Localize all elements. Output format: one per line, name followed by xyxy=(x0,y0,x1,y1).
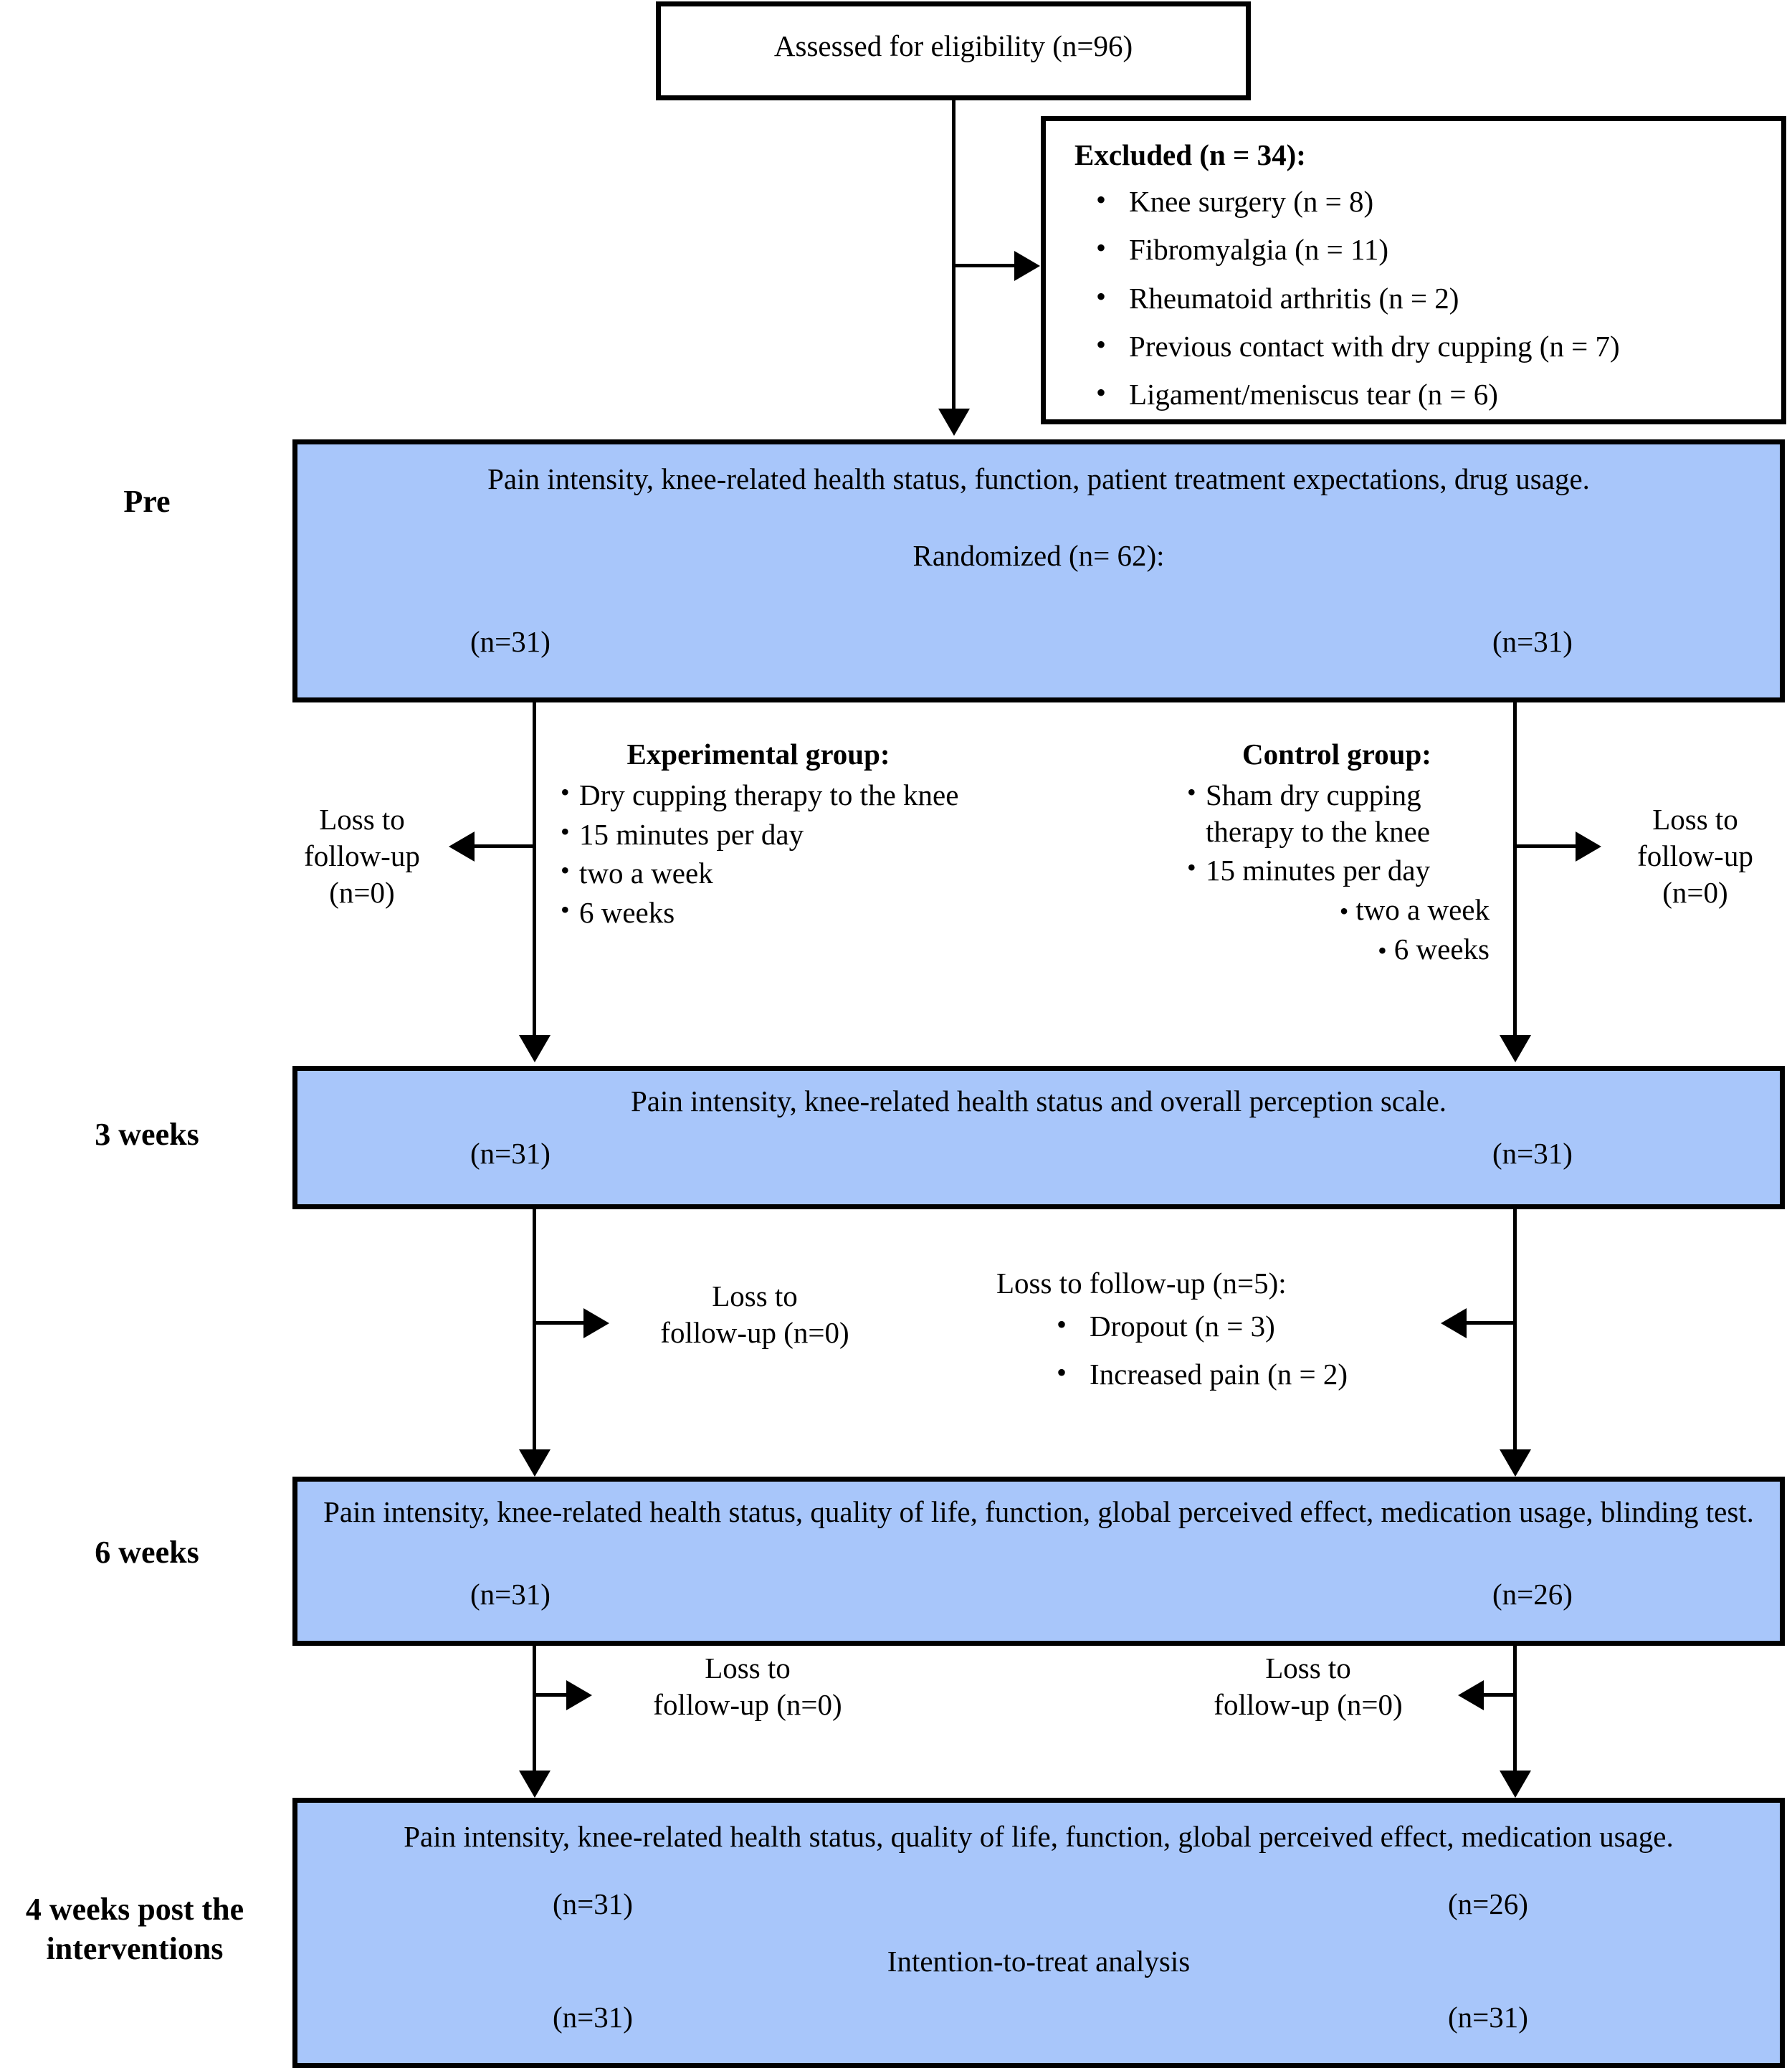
loss-right-interventions-text: Loss to follow-up (n=0) xyxy=(1606,801,1785,910)
list-item: 6 weeks xyxy=(1206,931,1491,968)
list-item: Knee surgery (n = 8) xyxy=(1096,181,1773,221)
loss-line: Loss to xyxy=(1265,1652,1351,1685)
loss-line: follow-up xyxy=(304,839,420,872)
loss-line: Loss to xyxy=(705,1652,791,1685)
list-item: Rheumatoid arthritis (n = 2) xyxy=(1096,278,1773,318)
excluded-box: Excluded (n = 34): Knee surgery (n = 8) … xyxy=(1041,116,1786,424)
connector-loss-right-week6 xyxy=(1484,1693,1517,1697)
post-left-n-bottom: (n=31) xyxy=(553,2001,633,2034)
assessed-for-eligibility-box: Assessed for eligibility (n=96) xyxy=(656,1,1251,100)
post-assessment-box: Pain intensity, knee-related health stat… xyxy=(292,1798,1785,2068)
arrow-pre-to-week3-left xyxy=(519,1035,551,1062)
arrow-loss-left-week6 xyxy=(566,1680,592,1710)
connector-to-excluded xyxy=(955,264,1017,267)
week6-left-n: (n=31) xyxy=(470,1578,551,1611)
week6-assessment-box: Pain intensity, knee-related health stat… xyxy=(292,1477,1785,1646)
connector-loss-left-week3 xyxy=(536,1321,586,1325)
list-item: 6 weeks xyxy=(561,894,959,931)
loss-line: (n=0) xyxy=(1662,875,1728,909)
post-outcomes-text: Pain intensity, knee-related health stat… xyxy=(404,1820,1674,1853)
control-group-block: Control group: Sham dry cupping therapy … xyxy=(1183,736,1491,971)
connector-loss-left-interventions xyxy=(475,844,536,848)
loss-left-week6-text: Loss to follow-up (n=0) xyxy=(608,1650,887,1723)
week3-assessment-box: Pain intensity, knee-related health stat… xyxy=(292,1066,1785,1209)
loss-right-week3-block: Loss to follow-up (n=5): Dropout (n = 3)… xyxy=(996,1265,1434,1404)
control-group-heading: Control group: xyxy=(1242,738,1431,771)
excluded-title: Excluded (n = 34): xyxy=(1074,138,1306,171)
connector-week3-to-week6-left xyxy=(533,1209,536,1453)
assessed-for-eligibility-text: Assessed for eligibility (n=96) xyxy=(773,29,1133,62)
pre-outcomes-text: Pain intensity, knee-related health stat… xyxy=(487,462,1590,495)
list-item: Dropout (n = 3) xyxy=(1057,1306,1434,1345)
pre-right-n: (n=31) xyxy=(1492,625,1573,658)
arrow-assessed-to-pre xyxy=(938,409,970,436)
arrow-loss-left-week3 xyxy=(583,1308,609,1338)
connector-pre-to-week3-left xyxy=(533,702,536,1039)
pre-left-n: (n=31) xyxy=(470,625,551,658)
week3-left-n: (n=31) xyxy=(470,1137,551,1170)
connector-loss-left-week6 xyxy=(536,1693,569,1697)
loss-line: follow-up (n=0) xyxy=(1214,1687,1403,1721)
connector-week6-to-post-right xyxy=(1513,1646,1517,1775)
week6-right-n: (n=26) xyxy=(1492,1578,1573,1611)
arrow-loss-left-interventions xyxy=(449,832,475,862)
post-right-n-top: (n=26) xyxy=(1448,1887,1528,1920)
loss-line: Loss to xyxy=(1652,803,1738,836)
stage-label-week6: 6 weeks xyxy=(95,1535,199,1570)
arrow-loss-right-week3 xyxy=(1441,1308,1467,1338)
list-item: 15 minutes per day xyxy=(561,816,959,853)
post-right-n-bottom: (n=31) xyxy=(1448,2001,1528,2034)
connector-assessed-to-pre xyxy=(952,100,955,413)
list-item: Fibromyalgia (n = 11) xyxy=(1096,229,1773,269)
experimental-group-heading: Experimental group: xyxy=(626,738,890,771)
loss-line: Loss to xyxy=(319,803,405,836)
connector-week3-to-week6-right xyxy=(1513,1209,1517,1453)
loss-line: follow-up (n=0) xyxy=(653,1687,842,1721)
stage-label-pre: Pre xyxy=(123,484,171,519)
arrow-week3-to-week6-right xyxy=(1500,1449,1531,1477)
list-item: Dry cupping therapy to the knee xyxy=(561,776,959,814)
list-item: 15 minutes per day xyxy=(1187,852,1491,889)
connector-pre-to-week3-right xyxy=(1513,702,1517,1039)
stage-label-post: 4 weeks post the interventions xyxy=(25,1892,244,1967)
list-item: Increased pain (n = 2) xyxy=(1057,1354,1434,1393)
experimental-group-block: Experimental group: Dry cupping therapy … xyxy=(558,736,959,934)
list-item: Previous contact with dry cupping (n = 7… xyxy=(1096,326,1773,366)
week3-outcomes-text: Pain intensity, knee-related health stat… xyxy=(630,1085,1447,1118)
loss-left-week3-text: Loss to follow-up (n=0) xyxy=(615,1278,895,1351)
intention-to-treat-text: Intention-to-treat analysis xyxy=(887,1945,1191,1978)
stage-label-week3: 3 weeks xyxy=(95,1117,199,1152)
loss-line: follow-up xyxy=(1637,839,1753,872)
excluded-reasons-list: Knee surgery (n = 8) Fibromyalgia (n = 1… xyxy=(1074,181,1773,424)
loss-line: Loss to xyxy=(712,1280,798,1312)
arrow-loss-right-interventions xyxy=(1576,832,1601,862)
loss-line: (n=0) xyxy=(329,875,395,909)
loss-right-week6-text: Loss to follow-up (n=0) xyxy=(1168,1650,1448,1723)
connector-loss-right-week3 xyxy=(1467,1321,1517,1325)
list-item: Ligament/meniscus tear (n = 6) xyxy=(1096,374,1773,414)
pre-assessment-box: Pain intensity, knee-related health stat… xyxy=(292,439,1785,702)
control-group-list: Sham dry cupping therapy to the knee 15 … xyxy=(1183,776,1491,968)
connector-loss-right-interventions xyxy=(1517,844,1578,848)
arrow-week6-to-post-right xyxy=(1500,1771,1531,1798)
arrow-to-excluded xyxy=(1014,251,1040,281)
arrow-pre-to-week3-right xyxy=(1500,1035,1531,1062)
list-item: Sham dry cupping therapy to the knee xyxy=(1187,776,1491,850)
arrow-week6-to-post-left xyxy=(519,1771,551,1798)
loss-left-interventions-text: Loss to follow-up (n=0) xyxy=(272,801,452,910)
week3-right-n: (n=31) xyxy=(1492,1137,1573,1170)
connector-week6-to-post-left xyxy=(533,1646,536,1775)
loss-line: follow-up (n=0) xyxy=(660,1315,849,1349)
list-item: two a week xyxy=(1206,892,1491,928)
post-left-n-top: (n=31) xyxy=(553,1887,633,1920)
experimental-group-list: Dry cupping therapy to the knee 15 minut… xyxy=(558,776,959,931)
arrow-week3-to-week6-left xyxy=(519,1449,551,1477)
arrow-loss-right-week6 xyxy=(1458,1680,1484,1710)
week6-outcomes-text: Pain intensity, knee-related health stat… xyxy=(323,1495,1754,1528)
list-item: two a week xyxy=(561,854,959,892)
loss-right-week3-title: Loss to follow-up (n=5): xyxy=(996,1267,1287,1300)
randomized-text: Randomized (n= 62): xyxy=(912,539,1165,572)
loss-right-week3-reasons: Dropout (n = 3) Increased pain (n = 2) xyxy=(996,1306,1434,1394)
